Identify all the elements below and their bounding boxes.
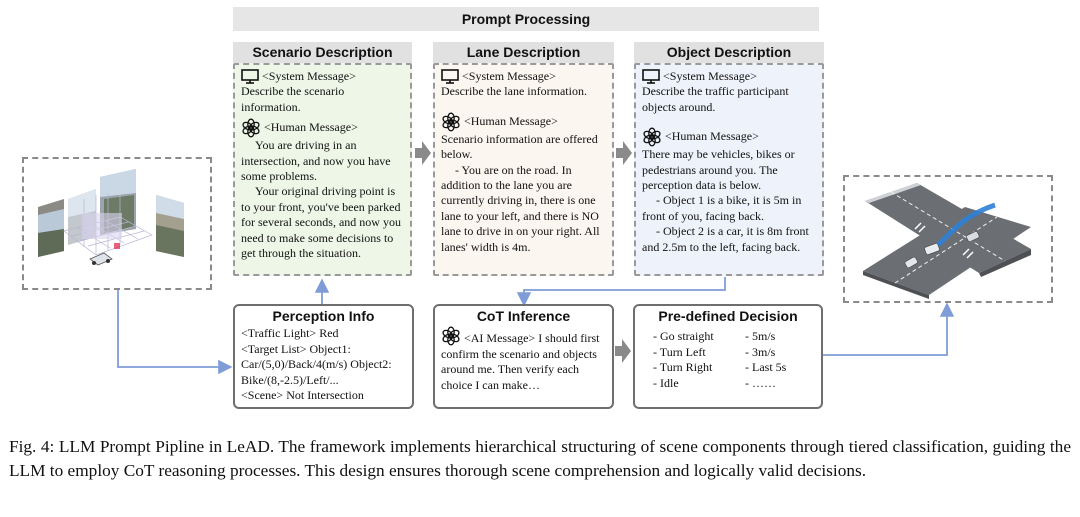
cot-inference-box: CoT Inference <AI Message> I should firs… (433, 304, 614, 409)
decision-option-turn-right: - Turn Right (653, 360, 713, 375)
arrow-scenario-to-lane (415, 141, 431, 165)
scenario-paragraph-1: You are driving in an intersection, and … (241, 138, 391, 184)
lane-intro-text: Scenario information are offered below. (441, 131, 598, 162)
lane-paragraph-1: - You are on the road. In addition to th… (441, 162, 600, 254)
scenario-system-message: <System Message> (241, 69, 404, 84)
object-system-message: <System Message> (642, 69, 816, 84)
perception-scene-image-frame (22, 157, 212, 290)
perception-info-box: Perception Info <Traffic Light> Red <Tar… (233, 304, 414, 409)
scenario-description-box: <System Message> Describe the scenario i… (233, 63, 412, 276)
object-item-2: - Object 2 is a car, it is 8m front and … (642, 224, 809, 254)
connector-decision-to-result (823, 302, 955, 356)
monitor-icon (441, 69, 459, 84)
lane-human-label: <Human Message> (464, 113, 558, 128)
decision-option-turn-left: - Turn Left (653, 344, 706, 359)
cot-inference-title: CoT Inference (476, 308, 571, 324)
cot-ai-label: <AI Message> (464, 331, 536, 346)
scenario-system-label: <System Message> (262, 69, 356, 83)
arrow-cot-to-decision (615, 339, 631, 363)
openai-logo-icon (642, 127, 662, 147)
lane-system-message: <System Message> (441, 69, 606, 84)
figure-caption: Fig. 4: LLM Prompt Pipline in LeAD. The … (9, 437, 1071, 480)
decision-option-idle: - Idle (653, 375, 679, 390)
perception-line-traffic-light: <Traffic Light> Red (241, 326, 339, 341)
object-description-box: <System Message> Describe the traffic pa… (634, 63, 824, 276)
lane-system-text: Describe the lane information. (441, 84, 587, 99)
predefined-decision-title: Pre-defined Decision (658, 308, 798, 324)
openai-logo-icon (441, 326, 461, 346)
object-system-label: <System Message> (663, 69, 757, 83)
lane-description-header: Lane Description (433, 42, 614, 63)
object-human-label: <Human Message> (665, 129, 759, 144)
decision-option-go-straight: - Go straight (653, 329, 714, 344)
monitor-icon (241, 69, 259, 84)
scenario-description-header: Scenario Description (233, 42, 412, 63)
predefined-decision-box: Pre-defined Decision - Go straight - 5m/… (633, 304, 823, 409)
decision-result-image-frame (843, 175, 1053, 303)
connector-scene-to-perception (117, 290, 233, 375)
object-human-text: There may be vehicles, bikes or pedestri… (642, 147, 795, 193)
scenario-human-message: <Human Message> (241, 118, 404, 138)
decision-param-last-5s: - Last 5s (745, 360, 787, 375)
decision-param-5ms: - 5m/s (745, 329, 776, 344)
scenario-system-text: Describe the scenario information. (241, 84, 345, 114)
decision-param-ellipsis: - …… (745, 375, 776, 390)
object-human-message: <Human Message> (642, 127, 816, 147)
monitor-icon (642, 69, 660, 84)
connector-object-to-cot (516, 277, 726, 307)
openai-logo-icon (441, 112, 461, 132)
arrow-lane-to-object (616, 141, 632, 165)
lane-description-box: <System Message> Describe the lane infor… (433, 63, 614, 276)
openai-logo-icon (241, 118, 261, 138)
cot-ai-text: I should first confirm the scenario and … (441, 331, 600, 392)
perception-line-scene: <Scene> Not Intersection (241, 388, 364, 403)
object-item-1: - Object 1 is a bike, it is 5m in front … (642, 193, 802, 223)
lane-system-label: <System Message> (462, 69, 556, 83)
prompt-processing-banner: Prompt Processing (233, 7, 819, 31)
object-system-text: Describe the traffic participant objects… (642, 84, 789, 114)
decision-param-3ms: - 3m/s (745, 344, 776, 359)
decision-options-grid: - Go straight - 5m/s - Turn Left - 3m/s … (639, 329, 817, 391)
perception-info-title: Perception Info (272, 308, 375, 324)
sensor-views-illustration (38, 169, 184, 266)
scenario-paragraph-2: Your original driving point is to your f… (241, 184, 401, 261)
scenario-human-label: <Human Message> (264, 120, 358, 135)
object-description-header: Object Description (634, 42, 824, 63)
intersection-illustration (863, 183, 1031, 299)
lane-human-message: <Human Message> (441, 112, 606, 132)
perception-line-target-list: <Target List> Object1: Car/(5,0)/Back/4(… (241, 341, 392, 387)
cot-ai-message: <AI Message> I should first confirm the … (441, 326, 606, 393)
